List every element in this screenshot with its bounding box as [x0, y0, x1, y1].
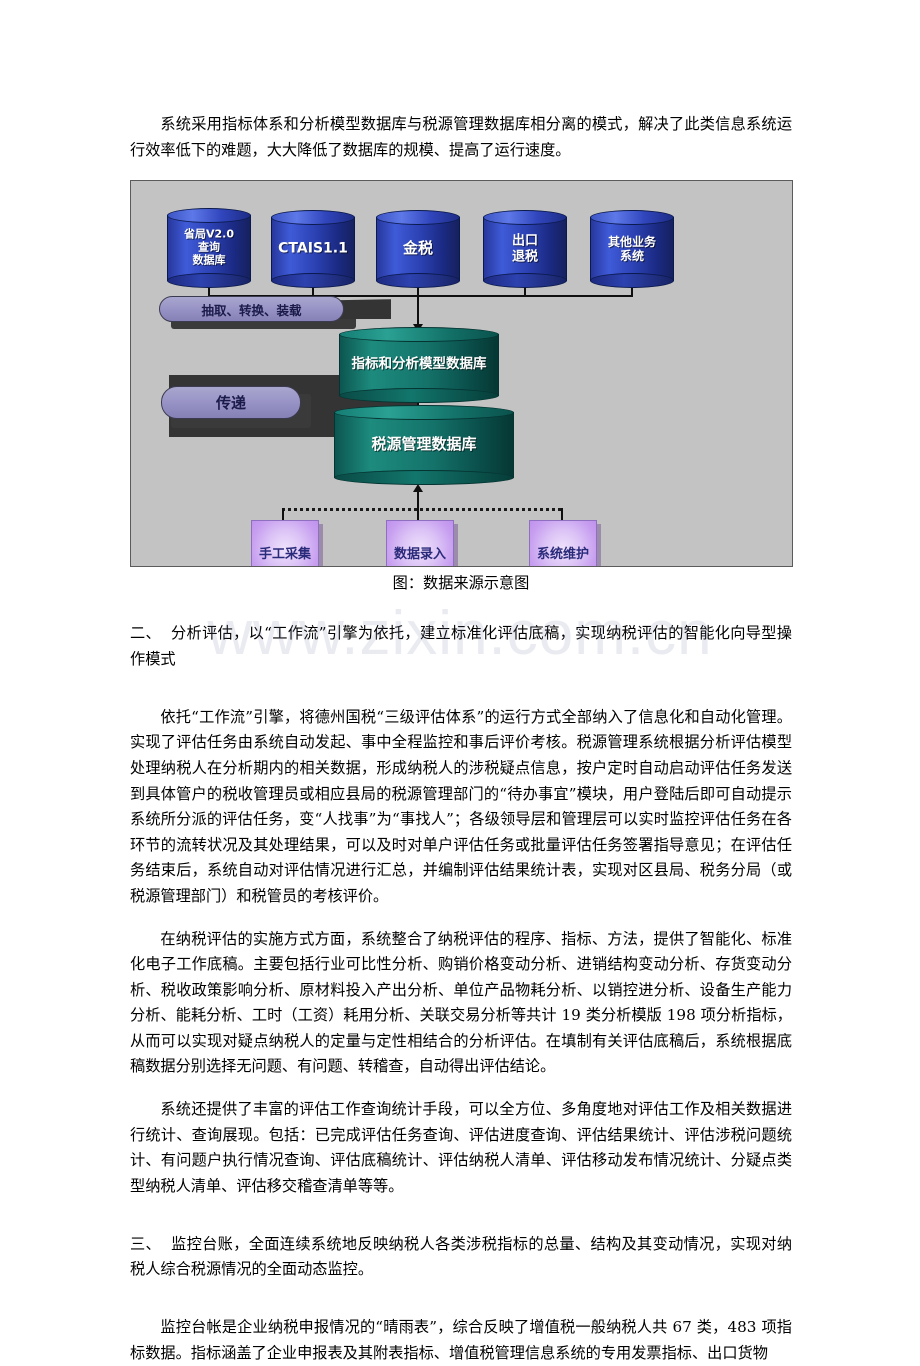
cylinder-db-goldtax: 金税: [376, 210, 460, 289]
section-three-title: 监控台账，全面连续系统地反映纳税人各类涉税指标的总量、结构及其变动情况，实现对纳…: [130, 1234, 793, 1279]
manual-stub-3: [561, 508, 563, 522]
spacer: [130, 597, 792, 606]
cylinder-label: 省局V2.0 查询 数据库: [184, 227, 234, 267]
box-label: 手工采集: [258, 546, 311, 562]
arrow-to-source-mgmt-db: [413, 484, 423, 493]
connector-manual-to-source: [417, 488, 419, 511]
ledger-paragraph: 监控台帐是企业纳税申报情况的“晴雨表”，综合反映了增值税一般纳税人共 67 类，…: [130, 1318, 792, 1362]
cylinder-label: 税源管理数据库: [371, 435, 477, 454]
section-two-heading: 二、分析评估，以“工作流”引擎为依托，建立标准化评估底稿，实现纳税评估的智能化向…: [130, 621, 792, 672]
intro-paragraph: 系统采用指标体系和分析模型数据库与税源管理数据库相分离的模式，解决了此类信息系统…: [130, 115, 792, 159]
cylinder-label: CTAIS1.1: [278, 240, 348, 257]
spacer: [130, 1199, 792, 1216]
connector-bus-top: [208, 295, 633, 298]
transfer-label: 传递: [215, 394, 246, 413]
diagram-canvas: 省局V2.0 查询 数据库 CTAIS1.1 金税 出口 退税: [130, 180, 793, 568]
section-three-heading: 三、监控台账，全面连续系统地反映纳税人各类涉税指标的总量、结构及其变动情况，实现…: [130, 1232, 792, 1283]
cylinder-model-db: 指标和分析模型数据库: [339, 327, 499, 404]
box-label: 数据录入: [393, 546, 446, 562]
section-two-title: 分析评估，以“工作流”引擎为依托，建立标准化评估底稿，实现纳税评估的智能化向导型…: [130, 624, 792, 668]
cylinder-bottom: [167, 273, 251, 289]
cylinder-bottom: [376, 273, 460, 289]
cylinder-db-provincial: 省局V2.0 查询 数据库: [167, 208, 251, 289]
cylinder-db-other-business: 其他业务 系统: [590, 210, 674, 289]
section-two-number: 二、: [130, 624, 162, 643]
cylinder-top: [483, 210, 567, 226]
cylinder-bottom: [334, 470, 514, 486]
data-source-figure: 省局V2.0 查询 数据库 CTAIS1.1 金税 出口 退税: [130, 180, 793, 597]
connector-bus-bottom: [282, 508, 562, 512]
method-paragraph: 在纳税评估的实施方式方面，系统整合了纳税评估的程序、指标、方法，提供了智能化、标…: [130, 929, 792, 1076]
cylinder-top: [339, 327, 499, 343]
spacer: [130, 1080, 792, 1097]
cylinder-label: 其他业务 系统: [607, 235, 656, 264]
cylinder-body: [334, 412, 514, 479]
cylinder-top: [334, 405, 514, 421]
cylinder-bottom: [271, 273, 355, 289]
transfer-pill: 传递: [161, 386, 301, 420]
section-three-number: 三、: [130, 1234, 162, 1253]
spacer: [130, 688, 792, 705]
box-data-entry: 数据录入: [386, 520, 454, 567]
cylinder-body: [590, 217, 674, 282]
cylinder-label: 指标和分析模型数据库: [351, 356, 487, 373]
box-system-maintenance: 系统维护: [529, 520, 597, 567]
etl-pill: 抽取、转换、装载: [159, 296, 344, 323]
cylinder-source-mgmt-db: 税源管理数据库: [334, 405, 514, 486]
cylinder-db-export-refund: 出口 退税: [483, 210, 567, 289]
cylinder-label: 金税: [402, 239, 433, 258]
figure-caption: 图：数据来源示意图: [392, 574, 530, 593]
cylinder-top: [271, 210, 355, 226]
connector-stub-5: [631, 286, 633, 297]
cylinder-body: [167, 215, 251, 282]
spacer: [130, 910, 792, 927]
etl-label: 抽取、转换、装载: [201, 302, 302, 318]
cylinder-bottom: [590, 273, 674, 289]
workflow-paragraph: 依托“工作流”引擎，将德州国税“三级评估体系”的运行方式全部纳入了信息化和自动化…: [130, 707, 792, 905]
box-manual-collect: 手工采集: [251, 520, 319, 567]
connector-stub-3: [417, 286, 419, 297]
cylinder-label: 出口 退税: [511, 233, 538, 265]
cylinder-body: [271, 217, 355, 282]
query-paragraph: 系统还提供了丰富的评估工作查询统计手段，可以全方位、多角度地对评估工作及相关数据…: [130, 1100, 792, 1195]
connector-stub-2: [312, 286, 314, 297]
manual-stub-2: [417, 508, 419, 522]
cylinder-body: [483, 217, 567, 282]
spacer: [130, 163, 792, 180]
connector-stub-1: [208, 286, 210, 297]
spacer: [130, 1298, 792, 1315]
cylinder-top: [590, 210, 674, 226]
cylinder-bottom: [339, 388, 499, 404]
cylinder-db-ctais: CTAIS1.1: [271, 210, 355, 289]
cylinder-body: [376, 217, 460, 282]
connector-stub-4: [524, 286, 526, 297]
cylinder-bottom: [483, 273, 567, 289]
cylinder-body: [339, 334, 499, 397]
connector-to-model-db: [417, 295, 419, 330]
cylinder-top: [376, 210, 460, 226]
box-label: 系统维护: [536, 546, 589, 562]
cylinder-top: [167, 208, 251, 224]
document-page: 系统采用指标体系和分析模型数据库与税源管理数据库相分离的模式，解决了此类信息系统…: [130, 115, 793, 1362]
manual-stub-1: [282, 508, 284, 522]
